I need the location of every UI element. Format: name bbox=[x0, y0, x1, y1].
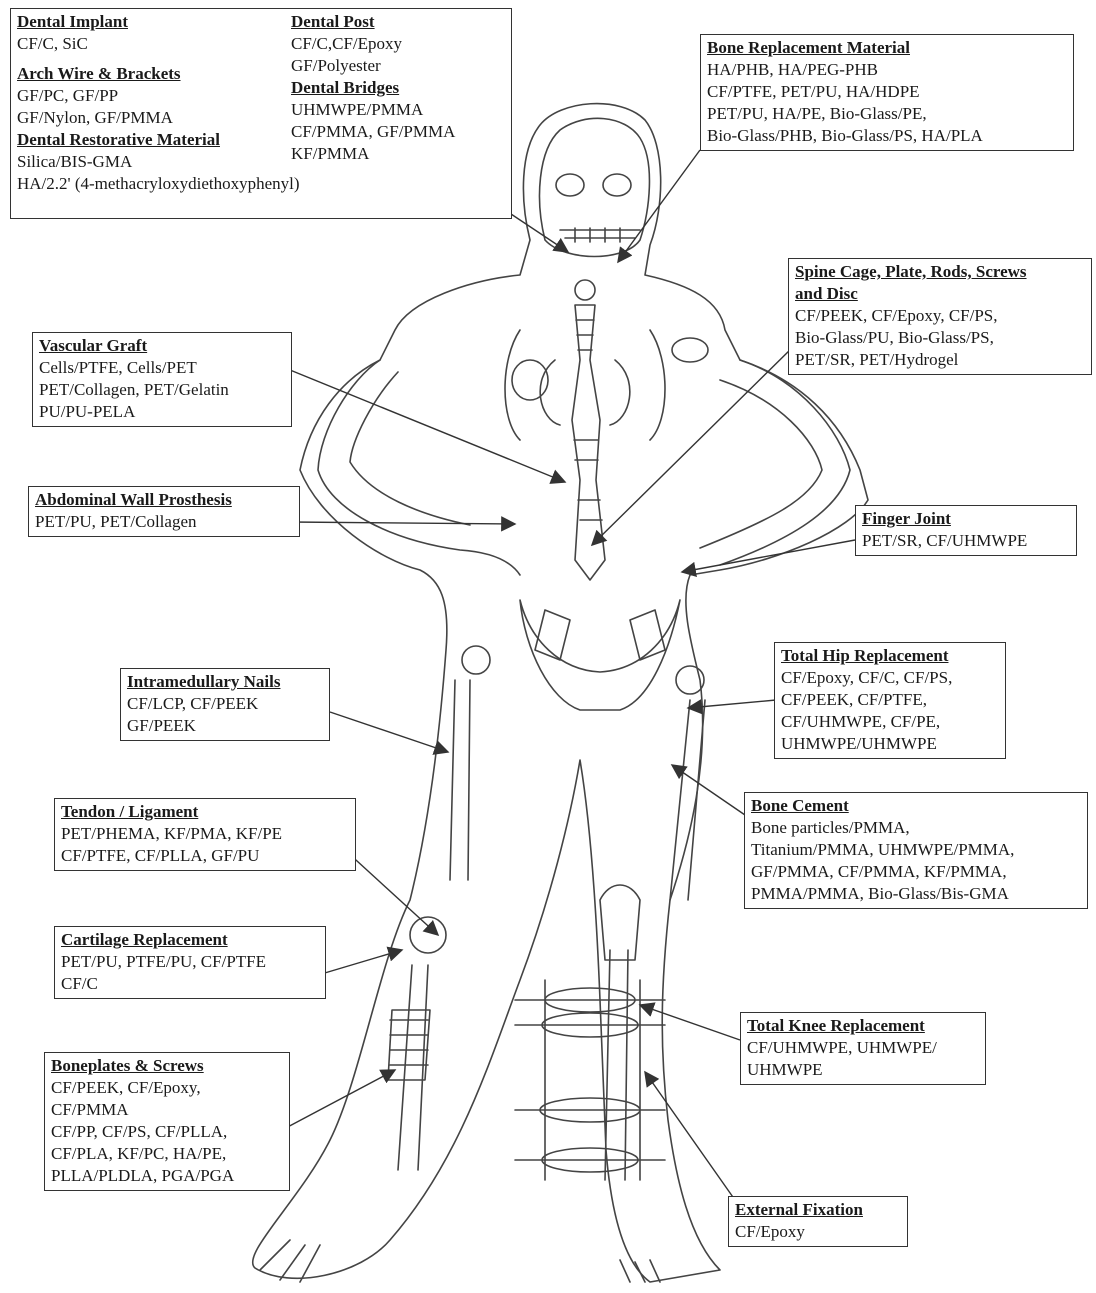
hip-replacement-title: Total Hip Replacement bbox=[781, 645, 999, 667]
boneplates-line-2: CF/PMMA bbox=[51, 1099, 283, 1121]
finger-joint-title: Finger Joint bbox=[862, 508, 1070, 530]
boneplates-line-1: CF/PEEK, CF/Epoxy, bbox=[51, 1077, 283, 1099]
arch-wire-line-1: GF/PC, GF/PP bbox=[17, 85, 300, 107]
arrow-nails bbox=[330, 712, 448, 752]
intramedullary-nails-title: Intramedullary Nails bbox=[127, 671, 323, 693]
dental-restorative-title: Dental Restorative Material bbox=[17, 129, 300, 151]
finger-line-1: PET/SR, CF/UHMWPE bbox=[862, 530, 1070, 552]
dental-post-line-1: CF/C,CF/Epoxy bbox=[291, 33, 455, 55]
spine-title-line-2: and Disc bbox=[795, 283, 1085, 305]
arch-wire-line-2: GF/Nylon, GF/PMMA bbox=[17, 107, 300, 129]
cartilage-replacement-title: Cartilage Replacement bbox=[61, 929, 319, 951]
dental-box: Dental Implant CF/C, SiC Arch Wire & Bra… bbox=[10, 8, 512, 219]
spine-box: Spine Cage, Plate, Rods, Screws and Disc… bbox=[788, 258, 1092, 375]
cement-line-2: Titanium/PMMA, UHMWPE/PMMA, bbox=[751, 839, 1081, 861]
dental-restorative-line-2: HA/2.2' (4-methacryloxydiethoxyphenyl) bbox=[17, 173, 300, 195]
arrow-spine bbox=[592, 345, 795, 545]
dental-bridges-line-2: CF/PMMA, GF/PMMA bbox=[291, 121, 455, 143]
finger-joint-box: Finger Joint PET/SR, CF/UHMWPE bbox=[855, 505, 1077, 556]
tendon-ligament-box: Tendon / Ligament PET/PHEMA, KF/PMA, KF/… bbox=[54, 798, 356, 871]
vascular-line-2: PET/Collagen, PET/Gelatin bbox=[39, 379, 285, 401]
hip-line-2: CF/PEEK, CF/PTFE, bbox=[781, 689, 999, 711]
nails-line-1: CF/LCP, CF/PEEK bbox=[127, 693, 323, 715]
spine-column bbox=[572, 305, 605, 580]
boneplates-screws-title: Boneplates & Screws bbox=[51, 1055, 283, 1077]
boneplates-screws-box: Boneplates & Screws CF/PEEK, CF/Epoxy, C… bbox=[44, 1052, 290, 1191]
cartilage-line-2: CF/C bbox=[61, 973, 319, 995]
vascular-graft-box: Vascular Graft Cells/PTFE, Cells/PET PET… bbox=[32, 332, 292, 427]
cement-line-3: GF/PMMA, CF/PMMA, KF/PMMA, bbox=[751, 861, 1081, 883]
arrow-knee bbox=[640, 1005, 740, 1040]
knee-replacement-box: Total Knee Replacement CF/UHMWPE, UHMWPE… bbox=[740, 1012, 986, 1085]
vascular-graft-title: Vascular Graft bbox=[39, 335, 285, 357]
cartilage-line-1: PET/PU, PTFE/PU, CF/PTFE bbox=[61, 951, 319, 973]
arch-wire-title: Arch Wire & Brackets bbox=[17, 63, 300, 85]
cement-line-1: Bone particles/PMMA, bbox=[751, 817, 1081, 839]
dental-bridges-title: Dental Bridges bbox=[291, 77, 455, 99]
tendon-line-2: CF/PTFE, CF/PLLA, GF/PU bbox=[61, 845, 349, 867]
knee-replacement-title: Total Knee Replacement bbox=[747, 1015, 979, 1037]
arrow-vascular bbox=[290, 370, 565, 482]
dental-bridges-line-1: UHMWPE/PMMA bbox=[291, 99, 455, 121]
hip-line-4: UHMWPE/UHMWPE bbox=[781, 733, 999, 755]
vascular-line-3: PU/PU-PELA bbox=[39, 401, 285, 423]
arrow-external bbox=[645, 1072, 735, 1200]
boneplates-line-5: PLLA/PLDLA, PGA/PGA bbox=[51, 1165, 283, 1187]
vascular-line-1: Cells/PTFE, Cells/PET bbox=[39, 357, 285, 379]
abdominal-wall-box: Abdominal Wall Prosthesis PET/PU, PET/Co… bbox=[28, 486, 300, 537]
cartilage-replacement-box: Cartilage Replacement PET/PU, PTFE/PU, C… bbox=[54, 926, 326, 999]
bone-replacement-line-4: Bio-Glass/PHB, Bio-Glass/PS, HA/PLA bbox=[707, 125, 1067, 147]
boneplates-line-4: CF/PLA, KF/PC, HA/PE, bbox=[51, 1143, 283, 1165]
spine-line-3: PET/SR, PET/Hydrogel bbox=[795, 349, 1085, 371]
bone-cement-box: Bone Cement Bone particles/PMMA, Titaniu… bbox=[744, 792, 1088, 909]
dental-implant-materials: CF/C, SiC bbox=[17, 33, 300, 55]
bone-replacement-box: Bone Replacement Material HA/PHB, HA/PEG… bbox=[700, 34, 1074, 151]
boneplates-line-3: CF/PP, CF/PS, CF/PLLA, bbox=[51, 1121, 283, 1143]
knee-line-2: UHMWPE bbox=[747, 1059, 979, 1081]
bone-replacement-title: Bone Replacement Material bbox=[707, 37, 1067, 59]
hip-line-3: CF/UHMWPE, CF/PE, bbox=[781, 711, 999, 733]
arrow-cement bbox=[672, 765, 745, 815]
dental-bridges-line-3: KF/PMMA bbox=[291, 143, 455, 165]
left-arm bbox=[318, 360, 520, 575]
arrow-tendon bbox=[345, 850, 438, 935]
external-line-1: CF/Epoxy bbox=[735, 1221, 901, 1243]
external-fixation-title: External Fixation bbox=[735, 1199, 901, 1221]
arrow-cartilage bbox=[318, 950, 402, 975]
right-arm bbox=[720, 360, 850, 565]
bone-replacement-line-3: PET/PU, HA/PE, Bio-Glass/PE, bbox=[707, 103, 1067, 125]
bone-cement-title: Bone Cement bbox=[751, 795, 1081, 817]
spine-line-2: Bio-Glass/PU, Bio-Glass/PS, bbox=[795, 327, 1085, 349]
hip-replacement-box: Total Hip Replacement CF/Epoxy, CF/C, CF… bbox=[774, 642, 1006, 759]
arrow-bone-replacement bbox=[618, 150, 700, 262]
dental-post-title: Dental Post bbox=[291, 11, 455, 33]
dental-implant-title: Dental Implant bbox=[17, 11, 300, 33]
nails-line-2: GF/PEEK bbox=[127, 715, 323, 737]
abdominal-wall-title: Abdominal Wall Prosthesis bbox=[35, 489, 293, 511]
dental-post-line-2: GF/Polyester bbox=[291, 55, 455, 77]
intramedullary-nails-box: Intramedullary Nails CF/LCP, CF/PEEK GF/… bbox=[120, 668, 330, 741]
arrow-abdominal bbox=[290, 522, 515, 524]
cement-line-4: PMMA/PMMA, Bio-Glass/Bis-GMA bbox=[751, 883, 1081, 905]
bone-replacement-line-2: CF/PTFE, PET/PU, HA/HDPE bbox=[707, 81, 1067, 103]
dental-restorative-line-1: Silica/BIS-GMA bbox=[17, 151, 300, 173]
external-fixation-box: External Fixation CF/Epoxy bbox=[728, 1196, 908, 1247]
tendon-ligament-title: Tendon / Ligament bbox=[61, 801, 349, 823]
spine-title-line-1: Spine Cage, Plate, Rods, Screws bbox=[795, 261, 1085, 283]
knee-line-1: CF/UHMWPE, UHMWPE/ bbox=[747, 1037, 979, 1059]
tendon-line-1: PET/PHEMA, KF/PMA, KF/PE bbox=[61, 823, 349, 845]
bone-replacement-line-1: HA/PHB, HA/PEG-PHB bbox=[707, 59, 1067, 81]
abdominal-line-1: PET/PU, PET/Collagen bbox=[35, 511, 293, 533]
hip-line-1: CF/Epoxy, CF/C, CF/PS, bbox=[781, 667, 999, 689]
spine-line-1: CF/PEEK, CF/Epoxy, CF/PS, bbox=[795, 305, 1085, 327]
